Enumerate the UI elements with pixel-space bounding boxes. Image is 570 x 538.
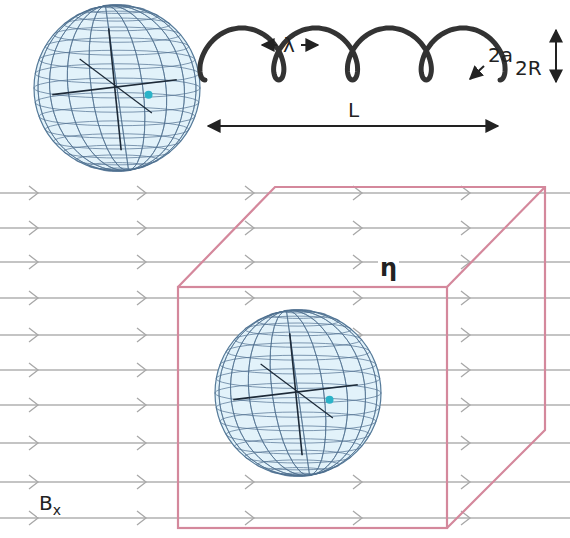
grid-line [261,307,335,479]
field-chevron [353,221,362,235]
cell-body [27,0,206,181]
field-chevron [137,436,146,450]
field-chevron [137,398,146,412]
grid-line [257,460,340,470]
field-line [0,517,570,518]
grid-line [238,304,358,482]
field-chevron [245,475,254,489]
dimension-label: 2a [488,45,513,65]
grid-line [80,2,154,174]
grid-line [76,155,159,165]
dimension-arrow [555,30,557,82]
field-line [0,261,570,262]
field-chevron [29,255,38,269]
field-chevron [245,291,254,305]
viscosity-symbol: η [378,256,399,280]
grid-line [261,307,335,479]
dimension-label: L [348,100,359,120]
field-chevron [353,255,362,269]
field-chevron [29,328,38,342]
field-chevron [461,363,470,377]
dimension-label: λ [283,35,295,55]
field-chevron [29,221,38,235]
dimension-label: 2R [515,58,542,78]
field-chevron [245,186,254,200]
marker-dot [326,396,334,404]
axis-line [261,364,333,418]
marker-dot [145,91,153,99]
field-chevron [461,186,470,200]
field-chevron [461,436,470,450]
grid-line [257,316,340,326]
grid-line [76,11,159,21]
fluid-box: η [175,184,549,532]
grid-line [226,426,370,443]
grid-line [27,0,206,181]
field-chevron [353,475,362,489]
grid-line [27,0,206,181]
field-chevron [461,221,470,235]
field-chevron [29,363,38,377]
field-chevron [353,511,362,525]
field-line [0,192,570,193]
field-chevron [137,511,146,525]
field-line [0,481,570,482]
dimension-arrow [470,66,484,79]
field-chevron [137,291,146,305]
field-chevron [461,328,470,342]
field-chevron [353,186,362,200]
sphere-outline [215,310,381,476]
field-chevron [137,363,146,377]
cube-edge [447,187,545,287]
grid-line [45,121,189,138]
field-chevron [245,511,254,525]
field-line [0,227,570,228]
field-label: Bx [37,493,63,517]
field-chevron [29,436,38,450]
field-chevron [461,398,470,412]
cube-outline [175,184,549,532]
field-chevron [461,291,470,305]
sphere-outline [34,5,200,171]
field-chevron [137,186,146,200]
grid-line [238,304,358,482]
field-chevron [353,291,362,305]
field-chevron [29,475,38,489]
field-lines [0,186,570,525]
cube-edge [178,287,447,528]
field-chevron [245,255,254,269]
field-chevron [137,328,146,342]
axis-line [80,59,152,113]
dimension-arrow [301,44,318,46]
cell-body [208,300,387,486]
dimension-arrow [262,44,277,46]
grid-line [208,300,387,486]
cube-edge [178,187,545,528]
helical-tail [200,28,505,80]
grid-line [220,301,376,484]
field-chevron [29,291,38,305]
field-chevron [245,221,254,235]
grid-line [80,2,154,174]
field-chevron [137,475,146,489]
field-line [0,297,570,298]
field-chevron [29,186,38,200]
dimension-arrow [208,125,498,127]
field-chevron [137,221,146,235]
field-chevron [461,475,470,489]
grid-line [220,301,376,484]
field-chevron [29,398,38,412]
grid-line [208,300,387,486]
field-chevron [137,255,146,269]
